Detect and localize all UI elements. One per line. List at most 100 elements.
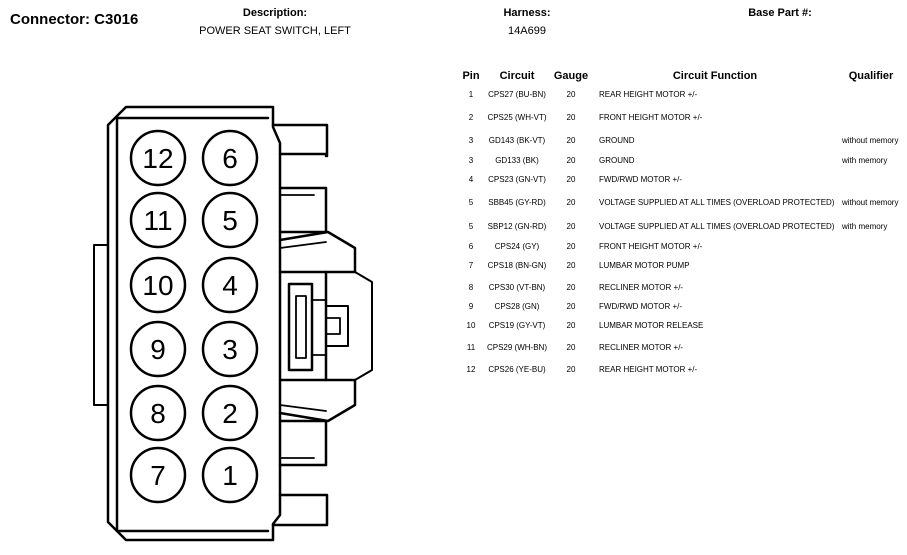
function-cell: FWD/RWD MOTOR +/- <box>599 174 683 184</box>
gauge-cell: 20 <box>566 260 576 270</box>
center-lock-tab <box>325 305 349 347</box>
pin-number-label: 11 <box>143 205 172 236</box>
function-cell: VOLTAGE SUPPLIED AT ALL TIMES (OVERLOAD … <box>599 222 835 231</box>
pin-cell: 3 <box>468 136 474 145</box>
pin-cell: 3 <box>468 155 474 165</box>
circuit-cell: CPS27 (BU-BN) <box>488 90 546 99</box>
pin-cavity-6 <box>201 129 259 187</box>
base-part-label: Base Part #: <box>748 7 812 19</box>
function-cell: GROUND <box>599 136 635 145</box>
function-cell: RECLINER MOTOR +/- <box>599 342 684 352</box>
function-cell: LUMBAR MOTOR RELEASE <box>599 320 704 330</box>
function-cell: LUMBAR MOTOR PUMP <box>599 260 690 270</box>
gauge-cell: 20 <box>566 342 576 352</box>
pin-cavity-3 <box>201 320 259 378</box>
function-cell: REAR HEIGHT MOTOR +/- <box>599 364 698 374</box>
pin-number-label: 1 <box>222 460 238 491</box>
pin-cavity-12 <box>129 129 187 187</box>
center-lock-outer <box>278 270 328 382</box>
gauge-cell: 20 <box>566 90 576 99</box>
pin-cavity-4 <box>201 256 259 314</box>
gauge-cell: 20 <box>566 222 576 231</box>
function-cell: RECLINER MOTOR +/- <box>599 282 684 292</box>
pin-cell: 6 <box>468 241 474 251</box>
circuit-cell: CPS28 (GN) <box>494 301 540 311</box>
left-latch <box>93 244 109 406</box>
header-circuit-function: Circuit Function <box>672 69 758 82</box>
harness-value: 14A699 <box>508 25 546 37</box>
qualifier-cell <box>838 168 904 190</box>
right-top-tab <box>271 123 329 158</box>
circuit-cell: CPS29 (WH-BN) <box>486 342 547 352</box>
pin-cell: 4 <box>468 174 474 184</box>
header-pin: Pin <box>462 69 480 82</box>
upper-ramp <box>278 230 357 274</box>
pin-cell: 5 <box>468 222 474 231</box>
header-circuit: Circuit <box>499 69 535 82</box>
function-cell: GROUND <box>599 155 635 165</box>
pin-number-label: 6 <box>222 143 238 174</box>
connector-title: Connector: C3016 <box>10 11 139 28</box>
qualifier-cell <box>838 106 904 129</box>
connector-inner-frame <box>115 116 270 533</box>
circuit-cell: CPS30 (VT-BN) <box>488 282 546 292</box>
gauge-cell: 20 <box>566 364 576 374</box>
table-row: 6 CPS24 (GY) 20 FRONT HEIGHT MOTOR +/- <box>458 238 904 254</box>
function-cell: FRONT HEIGHT MOTOR +/- <box>599 241 703 251</box>
pin-cavity-5 <box>201 191 259 249</box>
qualifier-cell: without memory <box>842 198 899 207</box>
qualifier-cell: without memory <box>842 136 899 145</box>
center-lock-body <box>287 282 314 372</box>
qualifier-cell <box>838 314 904 336</box>
lower-ramp <box>278 378 357 423</box>
header-qualifier: Qualifier <box>848 69 894 82</box>
pin-cavity-2 <box>201 384 259 442</box>
gauge-cell: 20 <box>566 320 576 330</box>
gauge-cell: 20 <box>566 301 576 311</box>
right-bottom-tab <box>271 493 329 527</box>
qualifier-cell <box>838 254 904 276</box>
qualifier-cell <box>838 336 904 358</box>
center-lock-side <box>354 271 373 381</box>
gauge-cell: 20 <box>566 241 576 251</box>
qualifier-cell <box>838 276 904 298</box>
gauge-cell: 20 <box>566 282 576 292</box>
qualifier-cell <box>838 238 904 254</box>
pin-table-header: Pin Circuit Gauge Circuit Function Quali… <box>458 68 904 83</box>
pin-number-label: 4 <box>222 270 238 301</box>
pin-cell: 7 <box>468 260 474 270</box>
circuit-cell: CPS19 (GY-VT) <box>488 320 546 330</box>
pin-number-label: 12 <box>142 143 173 174</box>
pin-cavity-7 <box>129 446 187 504</box>
description-value: POWER SEAT SWITCH, LEFT <box>199 25 351 37</box>
qualifier-cell <box>838 358 904 380</box>
circuit-cell: CPS24 (GY) <box>494 241 540 251</box>
pin-cavity-10 <box>129 256 187 314</box>
gauge-cell: 20 <box>566 155 576 165</box>
function-cell: REAR HEIGHT MOTOR +/- <box>599 90 698 99</box>
function-cell: FRONT HEIGHT MOTOR +/- <box>599 113 703 122</box>
pin-number-label: 2 <box>222 398 238 429</box>
qualifier-cell <box>838 83 904 106</box>
description-label: Description: <box>242 7 308 19</box>
pin-cavity-8 <box>129 384 187 442</box>
qualifier-cell: with memory <box>842 222 888 231</box>
pin-cell: 8 <box>468 282 474 292</box>
pin-cavity-11 <box>129 191 187 249</box>
pin-cavity-1 <box>201 446 259 504</box>
function-cell: VOLTAGE SUPPLIED AT ALL TIMES (OVERLOAD … <box>599 198 835 207</box>
circuit-cell: CPS26 (YE-BU) <box>488 364 546 374</box>
pin-cell: 11 <box>466 342 476 352</box>
pin-number-label: 3 <box>222 334 238 365</box>
table-row: 11 CPS29 (WH-BN) 20 RECLINER MOTOR +/- <box>458 336 904 358</box>
circuit-cell: CPS23 (GN-VT) <box>488 174 546 184</box>
